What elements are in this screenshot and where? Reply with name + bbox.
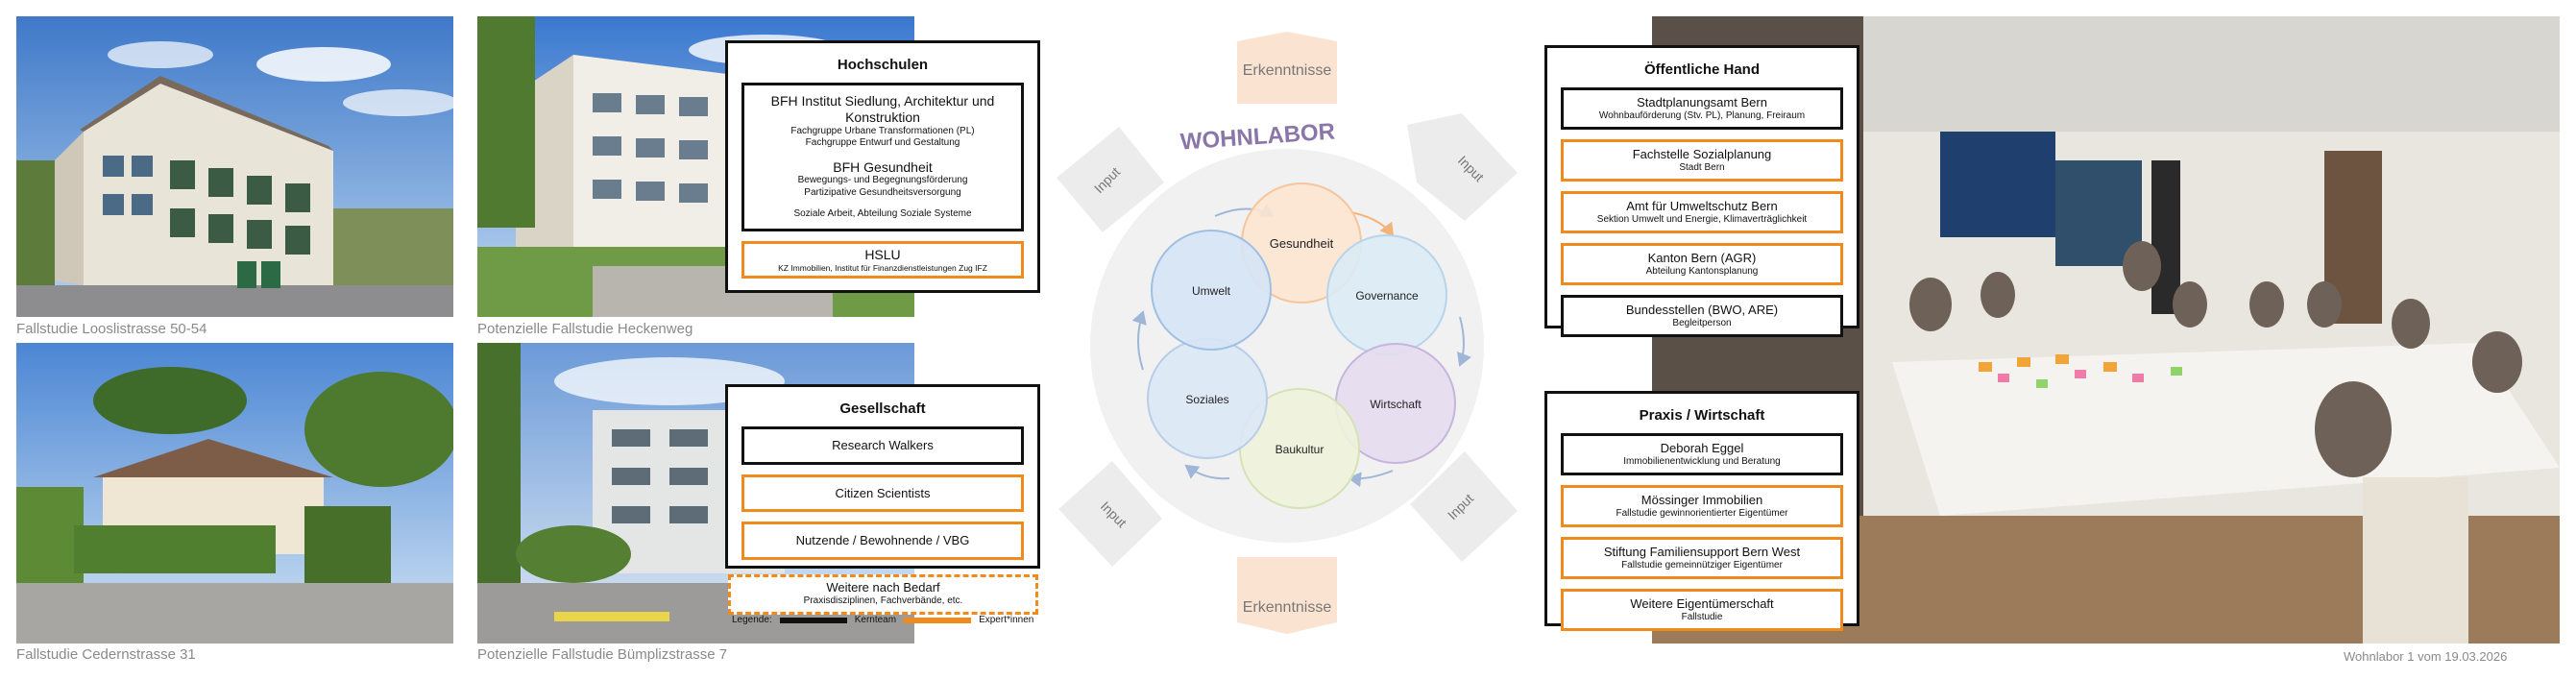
input-top-left: Input [1057,127,1164,232]
input-top-right: Input [1407,113,1518,221]
caption-cedernstrasse: Fallstudie Cedernstrasse 31 [16,646,196,663]
kanton-bern-sub: Abteilung Kantonsplanung [1645,265,1759,277]
fachstelle-name: Fachstelle Sozialplanung [1632,147,1772,162]
moessinger-sub: Fallstudie gewinnorientierter Eigentümer [1616,507,1788,519]
weitere-line1: Praxisdisziplinen, Fachverbände, etc. [803,595,963,606]
circle-governance: Governance [1326,234,1447,355]
caption-heckenweg: Potenzielle Fallstudie Heckenweg [477,321,693,337]
weitere-eigentuemer-sub: Fallstudie [1681,611,1723,622]
praxis-title: Praxis / Wirtschaft [1639,407,1765,424]
wohnlabor-title: WOHNLABOR [1179,118,1336,155]
panel-hochschulen: Hochschulen BFH Institut Siedlung, Archi… [725,40,1040,293]
circle-baukultur-label: Baukultur [1276,443,1324,456]
circle-wirtschaft-label: Wirtschaft [1370,398,1422,411]
legend-label: Legende: [732,615,772,625]
circle-baukultur: Baukultur [1239,388,1360,509]
bundesstellen-sub: Begleitperson [1672,317,1732,328]
amt-umweltschutz-sub: Sektion Umwelt und Energie, Klimaverträg… [1596,213,1808,225]
box-citizen-scientists: Citizen Scientists [741,474,1024,513]
photo-cedernstrasse [16,343,453,644]
hochschulen-title: Hochschulen [837,57,929,73]
box-nutzende: Nutzende / Bewohnende / VBG [741,522,1024,560]
hslu-line1: KZ Immobilien, Institut für Finanzdienst… [778,262,987,273]
bundesstellen-name: Bundesstellen (BWO, ARE) [1625,303,1779,318]
box-kanton-bern: Kanton Bern (AGR) Abteilung Kantonsplanu… [1561,243,1843,286]
box-fachstelle-sozialplanung: Fachstelle Sozialplanung Stadt Bern [1561,139,1843,182]
stadtplanungsamt-sub: Wohnbauförderung (Stv. PL), Planung, Fre… [1598,109,1806,121]
amt-umweltschutz-name: Amt für Umweltschutz Bern [1626,199,1778,214]
circle-governance-label: Governance [1355,289,1419,303]
circle-umwelt: Umwelt [1151,230,1272,351]
box-moessinger: Mössinger Immobilien Fallstudie gewinnor… [1561,485,1843,528]
box-stiftung-familiensupport: Stiftung Familiensupport Bern West Falls… [1561,537,1843,580]
box-research-walkers: Research Walkers [741,426,1024,465]
erkenntnisse-top-label: Erkenntnisse [1243,62,1332,79]
box-stadtplanungsamt: Stadtplanungsamt Bern Wohnbauförderung (… [1561,87,1843,131]
legend-kernteam-swatch [779,617,847,623]
moessinger-name: Mössinger Immobilien [1640,493,1763,508]
bfh-gesundheit-name: BFH Gesundheit [833,158,933,175]
legend: Legende: Kernteam Expert*innen [732,615,1033,625]
hslu-name: HSLU [864,246,901,262]
box-bundesstellen: Bundesstellen (BWO, ARE) Begleitperson [1561,295,1843,338]
panel-gesellschaft: Gesellschaft Research Walkers Citizen Sc… [725,384,1040,569]
stiftung-name: Stiftung Familiensupport Bern West [1603,545,1801,560]
bfh-gesundheit-line1: Bewegungs- und Begegnungsförderung [797,175,968,186]
caption-workshop: Wohnlabor 1 vom 19.03.2026 [2344,649,2508,664]
weitere-name: Weitere nach Bedarf [826,580,940,595]
box-deborah-eggel: Deborah Eggel Immobilienentwicklung und … [1561,433,1843,476]
box-hslu: HSLU KZ Immobilien, Institut für Finanzd… [741,240,1024,279]
legend-experten: Expert*innen [979,615,1034,625]
stiftung-sub: Fallstudie gemeinnütziger Eigentümer [1621,559,1783,571]
oeffentliche-hand-title: Öffentliche Hand [1643,61,1760,78]
deborah-eggel-name: Deborah Eggel [1660,441,1744,455]
bfh-siedlung-line2: Fachgruppe Entwurf und Gestaltung [805,137,960,149]
circle-soziales-label: Soziales [1185,393,1228,406]
input-bottom-left: Input [1058,461,1162,567]
circle-soziales: Soziales [1147,338,1268,459]
caption-buemplizstrasse: Potenzielle Fallstudie Bümplizstrasse 7 [477,646,728,663]
box-bfh-institutions: BFH Institut Siedlung, Architektur und K… [741,83,1024,231]
circle-umwelt-label: Umwelt [1192,284,1231,298]
box-weitere-nach-bedarf: Weitere nach Bedarf Praxisdisziplinen, F… [728,574,1038,615]
erkenntnisse-bottom-label: Erkenntnisse [1243,599,1332,616]
box-weitere-eigentuemerschaft: Weitere Eigentümerschaft Fallstudie [1561,589,1843,632]
box-amt-umweltschutz: Amt für Umweltschutz Bern Sektion Umwelt… [1561,191,1843,234]
circle-wirtschaft: Wirtschaft [1335,343,1456,464]
bfh-gesundheit-line2: Partizipative Gesundheitsversorgung [804,186,961,198]
legend-kernteam: Kernteam [854,615,897,625]
stadtplanungsamt-name: Stadtplanungsamt Bern [1637,95,1767,109]
bfh-siedlung-line1: Fachgruppe Urbane Transformationen (PL) [790,125,975,136]
photo-looslistrasse [16,16,453,317]
erkenntnisse-bottom-shape [1237,557,1337,634]
panel-oeffentliche-hand: Öffentliche Hand Stadtplanungsamt Bern W… [1544,45,1859,338]
input-bottom-right: Input [1410,451,1518,562]
caption-looslistrasse: Fallstudie Looslistrasse 50-54 [16,321,207,337]
legend-experten-swatch [904,617,972,623]
bfh-gesundheit-line3: Soziale Arbeit, Abteilung Soziale System… [793,208,972,220]
gesellschaft-title: Gesellschaft [839,401,926,417]
weitere-eigentuemer-name: Weitere Eigentümerschaft [1630,596,1774,612]
circle-gesundheit-label: Gesundheit [1270,236,1334,251]
erkenntnisse-top-shape [1237,32,1337,104]
panel-praxis-wirtschaft: Praxis / Wirtschaft Deborah Eggel Immobi… [1544,391,1859,632]
deborah-eggel-sub: Immobilienentwicklung und Beratung [1623,455,1781,467]
bfh-siedlung-name: BFH Institut Siedlung, Architektur und K… [770,93,995,125]
fachstelle-sub: Stadt Bern [1679,161,1725,173]
kanton-bern-name: Kanton Bern (AGR) [1647,251,1757,266]
wohnlabor-diagram: Erkenntnisse Erkenntnisse WOHNLABOR Inpu… [1057,32,1518,634]
